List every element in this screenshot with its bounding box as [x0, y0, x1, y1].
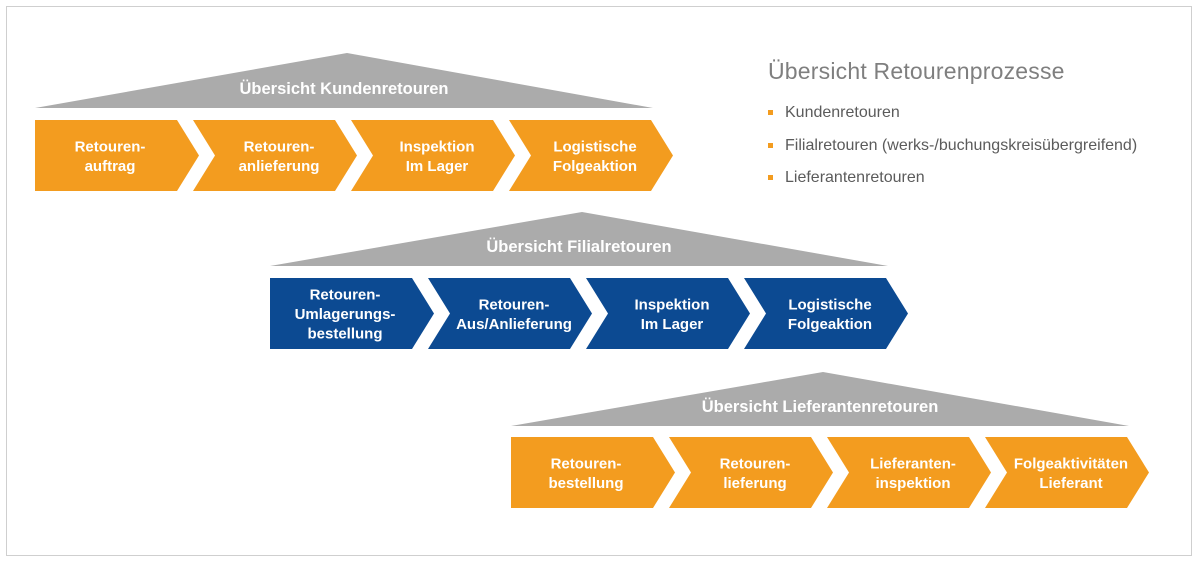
process-step-label: bestellung [548, 475, 623, 492]
legend-title: Übersicht Retourenprozesse [768, 58, 1065, 84]
process-step-chevron [985, 437, 1149, 508]
process-roof [511, 372, 1129, 426]
process-step-label: Inspektion [399, 138, 474, 155]
legend-bullet-icon [768, 175, 773, 180]
process-step-label: bestellung [307, 326, 382, 343]
process-step-chevron [35, 120, 199, 191]
process-step-label: Retouren- [479, 296, 550, 313]
process-step-label: Retouren- [244, 138, 315, 155]
process-step-chevron [511, 437, 675, 508]
process-roof [35, 53, 653, 108]
legend-item-kundenretouren: Kundenretouren [768, 103, 1137, 136]
process-step-label: Folgeaktion [553, 158, 637, 175]
process-step-label: auftrag [85, 158, 136, 175]
process-step-label: Logistische [553, 138, 636, 155]
process-step-label: Retouren- [551, 455, 622, 472]
process-step-chevron [669, 437, 833, 508]
process-step-chevron [428, 278, 592, 349]
process-step-label: Retouren- [310, 287, 381, 304]
process-step-label: Folgeaktion [788, 316, 872, 333]
process-step-chevron [351, 120, 515, 191]
process-title: Übersicht Lieferantenretouren [702, 397, 939, 416]
process-step-label: Lieferant [1039, 475, 1102, 492]
process-step-chevron [193, 120, 357, 191]
process-step-chevron [586, 278, 750, 349]
process-step-label: Umlagerungs- [295, 306, 396, 323]
legend-bullet-icon [768, 142, 773, 148]
legend-list: Kundenretouren Filialretouren (werks-/bu… [768, 103, 1137, 201]
process-step-label: Lieferanten- [870, 455, 956, 472]
process-step-label: anlieferung [239, 158, 320, 175]
process-group: Übersicht KundenretourenRetouren-auftrag… [35, 53, 673, 191]
process-step-chevron [509, 120, 673, 191]
process-step-chevron [744, 278, 908, 349]
process-title: Übersicht Filialretouren [486, 237, 671, 256]
process-step-label: Logistische [788, 296, 871, 313]
legend-item-label: Kundenretouren [785, 104, 900, 121]
legend-item-lieferantenretouren: Lieferantenretouren [768, 168, 1137, 201]
legend-item-filialretouren: Filialretouren (werks-/buchungskreisüber… [768, 136, 1137, 169]
process-group: Übersicht LieferantenretourenRetouren-be… [511, 372, 1149, 508]
process-step-label: Folgeaktivitäten [1014, 455, 1128, 472]
process-title: Übersicht Kundenretouren [239, 79, 448, 98]
process-step-label: Aus/Anlieferung [456, 316, 572, 333]
legend: Übersicht Retourenprozesse Kundenretoure… [768, 58, 1137, 201]
process-step-label: inspektion [875, 475, 950, 492]
process-step-label: Retouren- [720, 455, 791, 472]
process-step-chevron [827, 437, 991, 508]
process-step-label: Inspektion [634, 296, 709, 313]
process-roof [270, 212, 888, 266]
process-step-chevron [270, 278, 434, 349]
legend-bullet-icon [768, 110, 773, 115]
process-step-label: Im Lager [406, 158, 469, 175]
process-step-label: lieferung [723, 475, 786, 492]
process-step-label: Im Lager [641, 316, 704, 333]
legend-item-label: Filialretouren (werks-/buchungskreisüber… [785, 136, 1138, 154]
legend-item-label: Lieferantenretouren [785, 169, 925, 186]
process-step-label: Retouren- [75, 138, 146, 155]
